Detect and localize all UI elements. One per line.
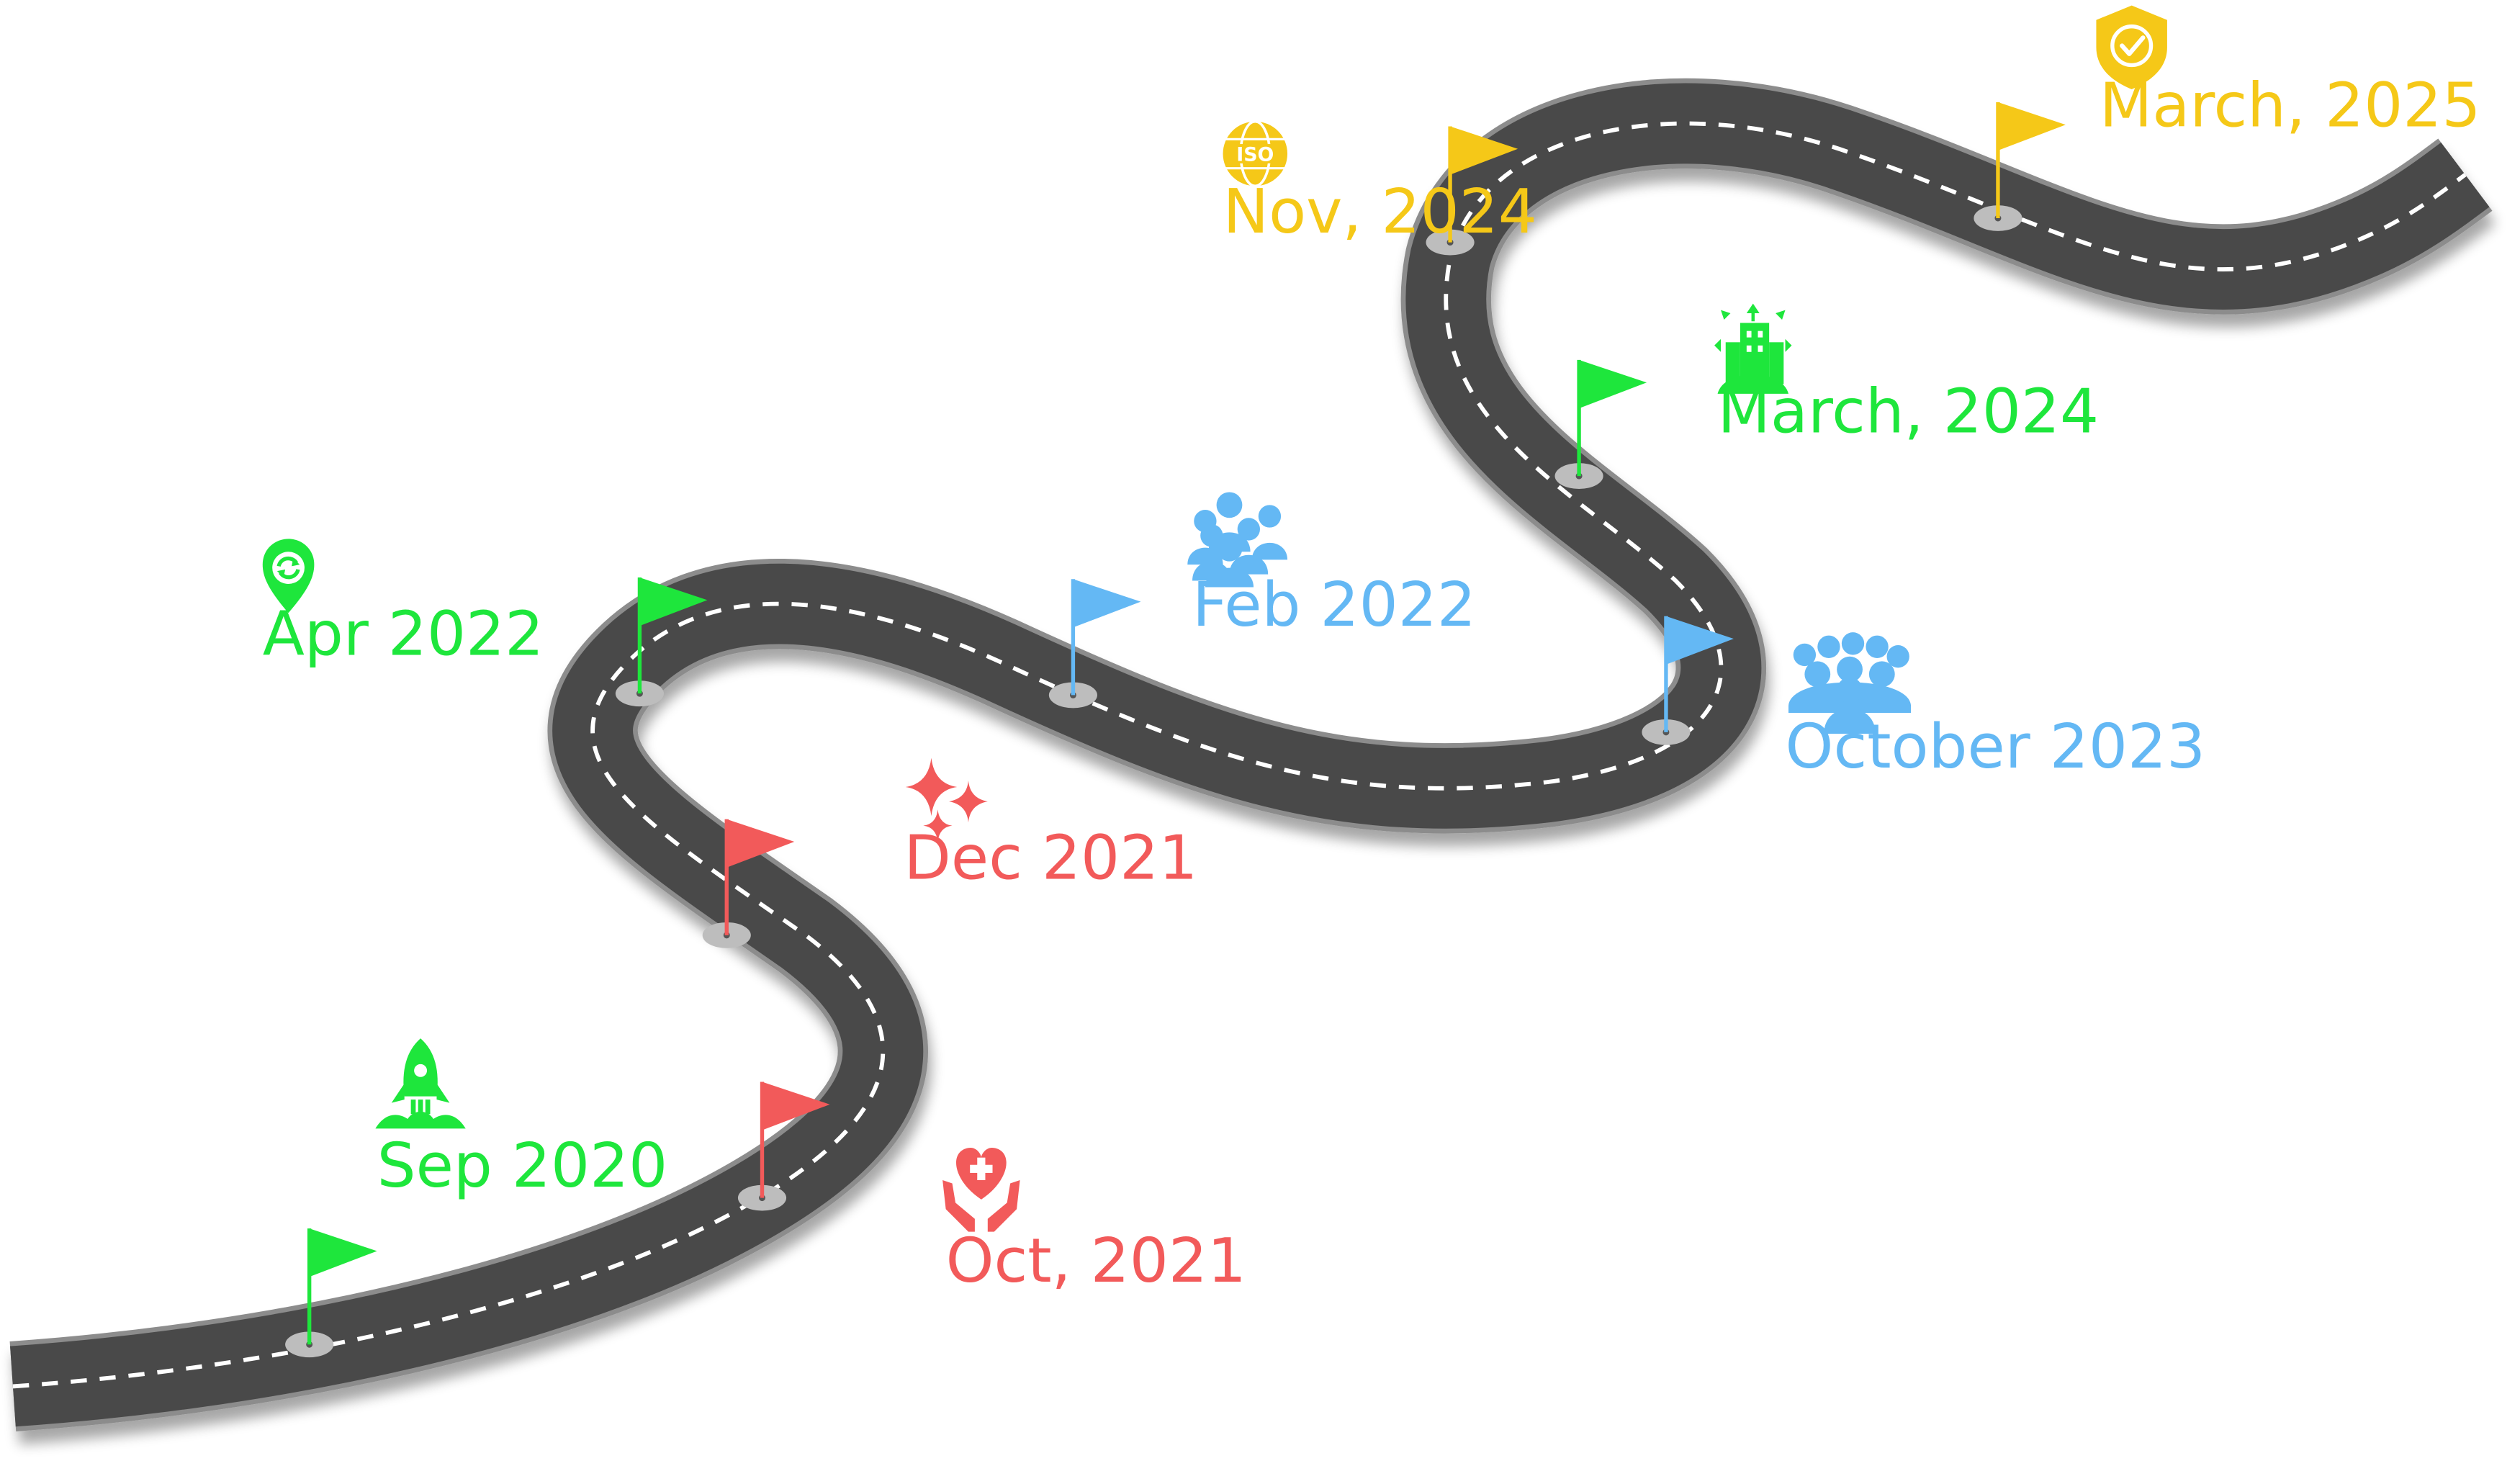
team-icon <box>1187 492 1288 588</box>
flag-icon <box>1073 579 1141 628</box>
iso-globe-icon: ISO <box>1223 120 1288 188</box>
milestone-label-oct-2023: October 2023 <box>1786 711 2206 783</box>
flag-icon <box>309 1228 377 1277</box>
milestone-flags <box>285 102 2066 1358</box>
heart-care-hands-icon <box>942 1147 1020 1232</box>
milestone-label-sep-2020: Sep 2020 <box>377 1130 668 1202</box>
sparkles-icon <box>905 757 988 842</box>
milestone-label-oct-2021: Oct, 2021 <box>946 1226 1246 1297</box>
milestone-flag-apr-2022 <box>615 577 708 707</box>
milestone-label-feb-2022: Feb 2022 <box>1192 570 1476 641</box>
flag-icon <box>639 577 708 626</box>
flag-icon <box>1450 126 1518 175</box>
milestone-label-mar-2024: March, 2024 <box>1718 377 2100 448</box>
flag-icon <box>1665 616 1734 665</box>
milestone-flag-nov-2024 <box>1426 126 1518 256</box>
location-refresh-icon <box>262 539 315 613</box>
milestone-flag-dec-2021 <box>702 819 795 948</box>
rocket-icon <box>375 1038 466 1129</box>
flag-icon <box>726 819 795 868</box>
milestone-flag-feb-2022 <box>1048 579 1141 709</box>
road-center-line <box>12 121 2467 1389</box>
milestone-label-nov-2024: Nov, 2024 <box>1223 176 1537 248</box>
milestone-flag-oct-2023 <box>1642 616 1734 745</box>
shield-check-icon <box>2096 5 2167 89</box>
flag-icon <box>1579 359 1647 409</box>
crowd-icon <box>1788 632 1912 734</box>
milestone-flag-mar-2024 <box>1554 359 1647 489</box>
milestone-label-apr-2022: Apr 2022 <box>263 598 544 670</box>
milestone-label-mar-2025: March, 2025 <box>2100 70 2481 141</box>
svg-text:ISO: ISO <box>1236 144 1274 166</box>
road <box>9 78 2493 1431</box>
milestone-flag-mar-2025 <box>1974 102 2066 231</box>
milestone-flag-oct-2021 <box>737 1081 830 1211</box>
global-building-expansion-icon <box>1714 303 1792 394</box>
flag-icon <box>1997 102 2066 151</box>
milestone-flag-sep-2020 <box>285 1228 377 1358</box>
milestone-label-dec-2021: Dec 2021 <box>904 823 1197 894</box>
flag-icon <box>762 1081 830 1130</box>
